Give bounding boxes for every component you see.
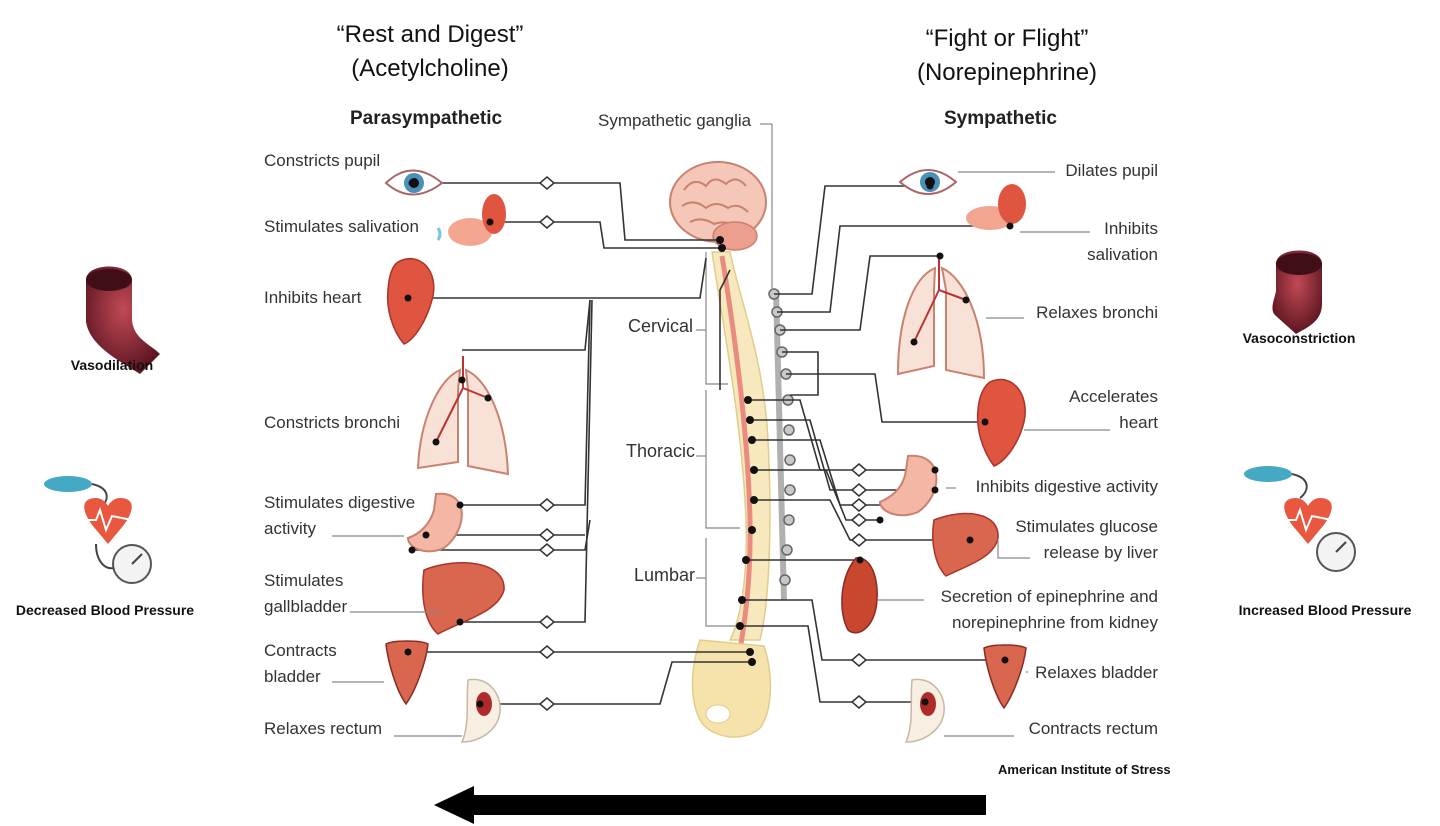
parasympathetic-heading: Parasympathetic xyxy=(350,108,503,129)
eye-icon-right xyxy=(898,169,958,195)
liver-icon-right xyxy=(932,512,999,577)
sympathetic-heading: Sympathetic xyxy=(944,108,1057,129)
effect-contracts-rectum: Contracts rectum xyxy=(1028,719,1158,738)
region-lumbar: Lumbar xyxy=(634,565,696,585)
spinal-nerve-dots xyxy=(716,236,758,666)
effect-constricts-pupil: Constricts pupil xyxy=(264,151,381,170)
effect-contracts-bladder: Contracts bladder xyxy=(264,641,337,686)
sympathetic-title-neurotransmitter: (Norepinephrine) xyxy=(916,59,1098,86)
stomach-icon-right xyxy=(878,454,938,517)
parasympathetic-title: “Rest and Digest” (Acetylcholine) xyxy=(320,18,540,86)
effect-relaxes-bronchi: Relaxes bronchi xyxy=(1036,303,1158,322)
sympathetic-pathways xyxy=(740,185,1010,703)
decreased-bp-caption: Decreased Blood Pressure xyxy=(15,602,195,618)
left-arrow-icon xyxy=(434,786,986,824)
effect-dilates-pupil: Dilates pupil xyxy=(1065,161,1158,180)
rectum-icon-left xyxy=(460,678,501,743)
effect-accelerates-heart: Accelerates heart xyxy=(1069,387,1158,432)
vessel-icon-left xyxy=(86,266,160,374)
parasympathetic-title-neurotransmitter: (Acetylcholine) xyxy=(351,55,509,82)
vasoconstriction-caption: Vasoconstriction xyxy=(1242,330,1356,346)
blood-pressure-icon-left xyxy=(44,476,152,584)
sympathetic-ganglia-label: Sympathetic ganglia xyxy=(598,111,752,130)
sympathetic-title-quote: “Fight or Flight” xyxy=(925,25,1089,52)
effect-stimulates-salivation: Stimulates salivation xyxy=(264,217,419,236)
blood-pressure-icon-right xyxy=(1244,466,1356,572)
effect-stimulates-gallbladder: Stimulates gallbladder xyxy=(264,571,348,616)
sympathetic-ganglia-chain xyxy=(768,288,796,601)
vasodilation-caption: Vasodilation xyxy=(70,357,154,373)
organ-connection-dots xyxy=(404,179,1014,708)
effect-epinephrine-secretion: Secretion of epinephrine and norepinephr… xyxy=(940,587,1158,632)
salivary-gland-icon-left xyxy=(436,194,506,246)
source-credit: American Institute of Stress xyxy=(998,762,1171,777)
effect-glucose-release: Stimulates glucose release by liver xyxy=(1015,517,1158,562)
region-cervical: Cervical xyxy=(628,316,694,336)
effect-relaxes-rectum: Relaxes rectum xyxy=(264,719,383,738)
heart-icon-right xyxy=(976,378,1026,467)
parasympathetic-title-quote: “Rest and Digest” xyxy=(336,21,524,48)
effect-inhibits-digestive: Inhibits digestive activity xyxy=(975,477,1158,496)
liver-icon-left xyxy=(422,562,505,635)
bladder-icon-right xyxy=(983,644,1027,710)
lungs-icon-left xyxy=(416,356,510,476)
increased-bp-caption: Increased Blood Pressure xyxy=(1238,602,1412,618)
effect-inhibits-heart: Inhibits heart xyxy=(264,288,362,307)
brain-icon xyxy=(669,161,767,251)
lungs-icon-right xyxy=(896,256,986,380)
salivary-gland-icon-right xyxy=(966,184,1026,230)
effect-relaxes-bladder: Relaxes bladder xyxy=(1035,663,1158,682)
kidney-icon-right xyxy=(841,557,878,634)
effect-inhibits-salivation: Inhibits salivation xyxy=(1087,219,1158,264)
rectum-icon-right xyxy=(904,678,945,743)
spinal-column xyxy=(691,251,772,738)
sympathetic-ganglia-markers xyxy=(850,463,868,709)
leader-lines xyxy=(332,171,1110,737)
effect-constricts-bronchi: Constricts bronchi xyxy=(264,413,401,432)
parasympathetic-ganglia-markers xyxy=(538,176,556,711)
vessel-icon-right xyxy=(1272,250,1322,334)
heart-icon-left xyxy=(386,257,435,345)
bladder-icon-left xyxy=(385,640,429,706)
sympathetic-title: “Fight or Flight” (Norepinephrine) xyxy=(892,22,1122,90)
region-brackets xyxy=(696,123,773,627)
effect-stimulates-digestive: Stimulates digestive activity xyxy=(264,493,416,538)
region-thoracic: Thoracic xyxy=(626,441,696,461)
parasympathetic-pathways xyxy=(408,182,752,705)
